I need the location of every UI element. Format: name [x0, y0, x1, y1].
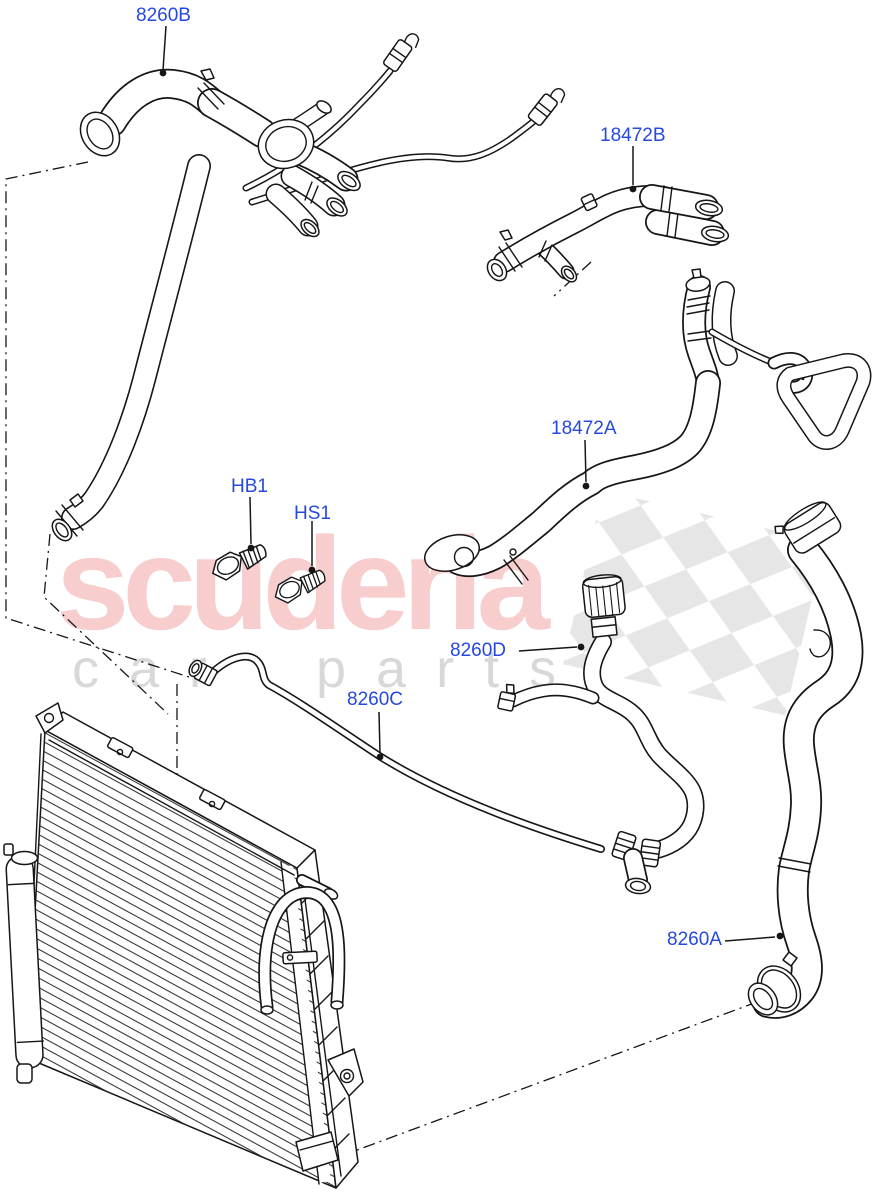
part-label-8260D[interactable]: 8260D: [450, 640, 506, 661]
bolt-hb1-drawing: [212, 544, 267, 581]
hose-8260b-drawing: [51, 33, 566, 542]
bolt-hs1-drawing: [274, 569, 326, 604]
hose-18472b-drawing: [486, 184, 730, 283]
part-label-8260C[interactable]: 8260C: [347, 689, 403, 710]
part-label-HS1[interactable]: HS1: [294, 503, 331, 524]
pipe-8260c-drawing: [188, 652, 605, 853]
watermark-checker-flag: [562, 490, 826, 716]
label-leader-lines: [159, 25, 784, 942]
hose-8260d-drawing: [497, 574, 705, 895]
part-label-HB1[interactable]: HB1: [231, 476, 268, 497]
part-label-18472B[interactable]: 18472B: [600, 125, 666, 146]
hose-18472a-drawing: [424, 268, 872, 585]
part-label-8260B[interactable]: 8260B: [136, 5, 191, 26]
watermark-tagline: car parts: [72, 639, 587, 699]
radiator-drawing: [3, 702, 364, 1189]
part-label-8260A[interactable]: 8260A: [667, 929, 722, 950]
hose-8260a-drawing: [747, 501, 864, 1019]
part-label-18472A[interactable]: 18472A: [551, 418, 617, 439]
